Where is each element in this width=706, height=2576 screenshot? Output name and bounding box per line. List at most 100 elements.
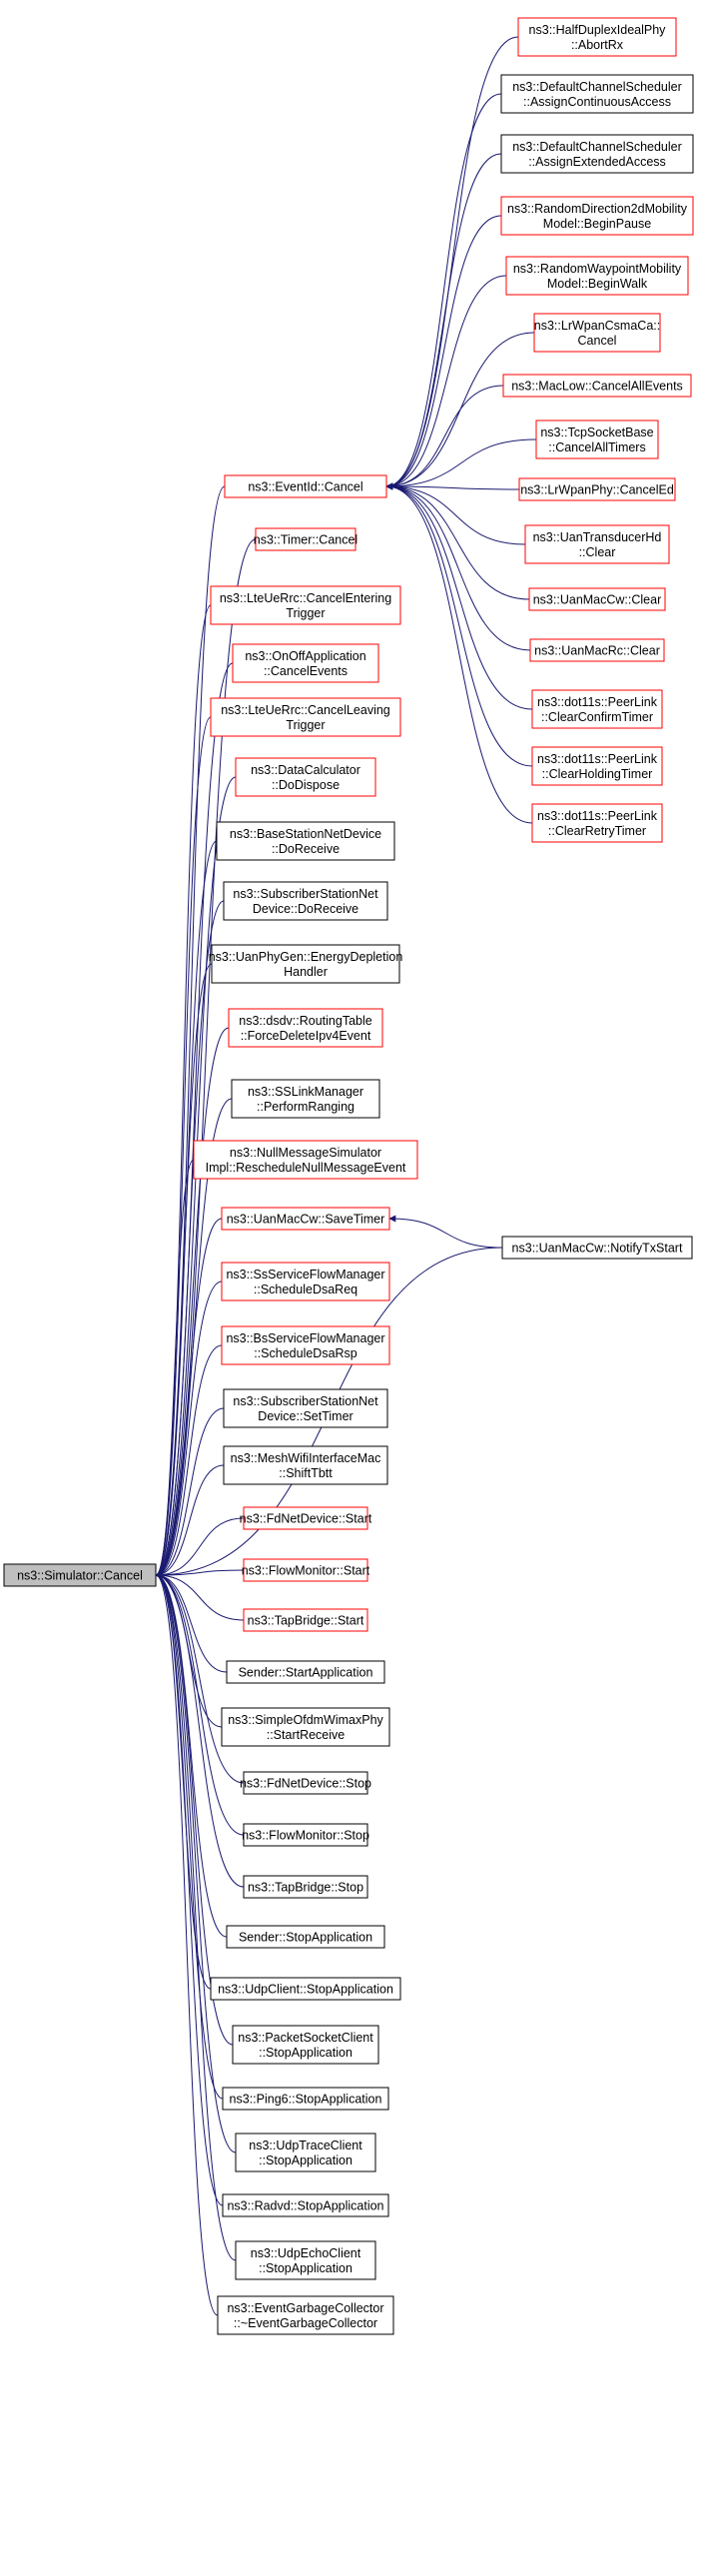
node-ns3-uanmaccw-clear[interactable]: ns3::UanMacCw::Clear <box>528 587 666 611</box>
node-label: ::AbortRx <box>571 38 624 52</box>
node-box <box>235 2240 376 2280</box>
node-ns3-dot11s-peerlink-clearconfirmtimer[interactable]: ns3::dot11s::PeerLink::ClearConfirmTimer <box>531 689 663 729</box>
node-label: ns3::SimpleOfdmWimaxPhy <box>228 1713 383 1727</box>
node-ns3-halfduplexidealphy-abortrx[interactable]: ns3::HalfDuplexIdealPhy::AbortRx <box>517 17 677 57</box>
node-ns3-fdnetdevice-start[interactable]: ns3::FdNetDevice::Start <box>240 1506 372 1530</box>
edge-to-event-cancel <box>385 482 533 710</box>
edge-to-event-cancel <box>385 482 531 651</box>
node-ns3-maclow-cancelallevents[interactable]: ns3::MacLow::CancelAllEvents <box>502 374 692 398</box>
node-ns3-uanmaccw-notifytxstart: ns3::UanMacCw::NotifyTxStart <box>501 1236 693 1260</box>
edge-to-root <box>155 1344 223 1579</box>
node-label: ns3::DefaultChannelScheduler <box>512 80 682 94</box>
node-box <box>210 1977 401 2001</box>
node-box <box>221 1262 390 1301</box>
node-box <box>243 1875 368 1899</box>
edge-to-root <box>155 1571 245 1784</box>
node-box <box>226 1925 385 1949</box>
node-label: ::CancelAllTimers <box>548 440 645 454</box>
node-ns3-ping6-stopapplication: ns3::Ping6::StopApplication <box>222 2087 389 2111</box>
node-box <box>216 821 395 861</box>
edge-to-root <box>155 485 226 1579</box>
node-ns3-udpechoclient-stopapplication: ns3::UdpEchoClient::StopApplication <box>235 2240 376 2280</box>
node-label: ::ClearConfirmTimer <box>541 710 653 724</box>
node-label: Model::BeginWalk <box>547 277 648 291</box>
node-box <box>210 585 401 625</box>
node-box <box>535 420 659 459</box>
node-box <box>243 1608 368 1632</box>
node-box <box>500 134 694 174</box>
node-label: ns3::MeshWifiInterfaceMac <box>231 1451 381 1465</box>
node-box <box>228 1008 383 1048</box>
node-ns3-flowmonitor-stop: ns3::FlowMonitor::Stop <box>242 1823 369 1847</box>
node-ns3-ssserviceflowmanager-scheduledsareq[interactable]: ns3::SsServiceFlowManager::ScheduleDsaRe… <box>221 1262 390 1301</box>
node-ns3-tapbridge-start[interactable]: ns3::TapBridge::Start <box>243 1608 368 1632</box>
node-ns3-uanmacrc-clear[interactable]: ns3::UanMacRc::Clear <box>529 638 665 662</box>
node-label: ns3::EventId::Cancel <box>248 480 362 494</box>
edge-to-root <box>155 1571 234 2046</box>
node-label: Trigger <box>286 718 325 732</box>
node-ns3-lrwpancsmaca-cancel[interactable]: ns3::LrWpanCsmaCa::Cancel <box>533 313 661 353</box>
node-label: ns3::UanMacCw::NotifyTxStart <box>512 1242 683 1256</box>
node-ns3-bsserviceflowmanager-scheduledsarsp[interactable]: ns3::BsServiceFlowManager::ScheduleDsaRs… <box>221 1325 390 1365</box>
node-label: ns3::TapBridge::Start <box>248 1614 364 1628</box>
edge-to-root <box>155 900 225 1579</box>
edge-to-root <box>155 1571 224 2206</box>
node-ns3-lrwpanphy-canceled[interactable]: ns3::LrWpanPhy::CancelEd <box>518 477 676 501</box>
node-label: ns3::Simulator::Cancel <box>17 1569 143 1583</box>
node-label: ns3::BaseStationNetDevice <box>230 827 381 841</box>
node-label: ::StopApplication <box>259 2261 353 2275</box>
node-ns3-randomdirection2dmobilitymodel-beginpause[interactable]: ns3::RandomDirection2dMobilityModel::Beg… <box>500 196 694 236</box>
node-label: ::AssignContinuousAccess <box>523 95 671 109</box>
node-label: ns3::TapBridge::Stop <box>248 1881 363 1895</box>
node-box <box>243 1771 368 1795</box>
node-box <box>533 313 661 353</box>
node-ns3-randomwaypointmobilitymodel-beginwalk[interactable]: ns3::RandomWaypointMobilityModel::BeginW… <box>505 256 689 296</box>
node-ns3-nullmessagesimulatorimpl-reschedulenullmessageevent[interactable]: ns3::NullMessageSimulatorImpl::Reschedul… <box>193 1140 418 1180</box>
node-label: ns3::Timer::Cancel <box>254 533 357 547</box>
node-box <box>221 1325 390 1365</box>
node-ns3-udpclient-stopapplication: ns3::UdpClient::StopApplication <box>210 1977 401 2001</box>
node-label: ns3::UanTransducerHd <box>533 530 662 544</box>
node-label: ns3::BsServiceFlowManager <box>226 1331 384 1345</box>
node-label: ns3::SSLinkManager <box>248 1085 363 1099</box>
node-box <box>3 1563 157 1587</box>
node-label: ns3::SsServiceFlowManager <box>226 1268 384 1282</box>
node-label: ns3::HalfDuplexIdealPhy <box>529 23 667 37</box>
node-ns3-dot11s-peerlink-clearholdingtimer[interactable]: ns3::dot11s::PeerLink::ClearHoldingTimer <box>531 746 663 786</box>
node-label: ns3::UanPhyGen::EnergyDepletion <box>209 950 403 964</box>
node-ns3-uantransducerhd-clear[interactable]: ns3::UanTransducerHd::Clear <box>524 524 670 564</box>
node-ns3-timer-cancel[interactable]: ns3::Timer::Cancel <box>254 527 357 551</box>
node-label: ns3::RandomDirection2dMobility <box>507 202 688 216</box>
node-box <box>222 2087 389 2111</box>
node-ns3-defaultchannelscheduler-assigncontinuousaccess: ns3::DefaultChannelScheduler::AssignCont… <box>500 74 694 114</box>
edge-to-root <box>155 1571 228 1938</box>
node-label: Model::BeginPause <box>543 217 651 231</box>
node-ns3-flowmonitor-start[interactable]: ns3::FlowMonitor::Start <box>242 1558 370 1582</box>
node-ns3-simpleofdmwimaxphy-startreceive: ns3::SimpleOfdmWimaxPhy::StartReceive <box>221 1707 390 1747</box>
node-box <box>223 1388 388 1428</box>
node-label: ns3::PacketSocketClient <box>238 2031 373 2045</box>
node-label: ns3::UanMacCw::Clear <box>533 593 662 607</box>
node-label: ns3::LrWpanCsmaCa:: <box>534 319 660 333</box>
node-ns3-udptraceclient-stopapplication: ns3::UdpTraceClient::StopApplication <box>235 2133 376 2172</box>
node-ns3-datacalculator-dodispose[interactable]: ns3::DataCalculator::DoDispose <box>235 757 376 797</box>
node-ns3-onoffapplication-cancelevents[interactable]: ns3::OnOffApplication::CancelEvents <box>232 643 379 683</box>
edge-to-save-timer <box>388 1215 503 1249</box>
node-sender-startapplication: Sender::StartApplication <box>226 1660 385 1684</box>
node-ns3-uanmaccw-savetimer[interactable]: ns3::UanMacCw::SaveTimer <box>221 1207 390 1231</box>
node-ns3-eventid-cancel[interactable]: ns3::EventId::Cancel <box>224 474 387 498</box>
node-ns3-dsdv-routingtable-forcedeleteipv4event[interactable]: ns3::dsdv::RoutingTable::ForceDeleteIpv4… <box>228 1008 383 1048</box>
node-ns3-dot11s-peerlink-clearretrytimer[interactable]: ns3::dot11s::PeerLink::ClearRetryTimer <box>531 803 663 843</box>
edge-to-event-cancel <box>385 482 533 767</box>
edge-to-root <box>155 1407 225 1579</box>
edge-to-root <box>155 1571 219 2316</box>
node-box <box>210 697 401 737</box>
node-label: Device::DoReceive <box>253 902 358 916</box>
edge-to-event-cancel <box>385 482 520 490</box>
node-ns3-tcpsocketbase-cancelalltimers[interactable]: ns3::TcpSocketBase::CancelAllTimers <box>535 420 659 459</box>
edge-to-root <box>155 1571 237 2153</box>
node-ns3-sslinkmanager-performranging: ns3::SSLinkManager::PerformRanging <box>231 1079 380 1119</box>
